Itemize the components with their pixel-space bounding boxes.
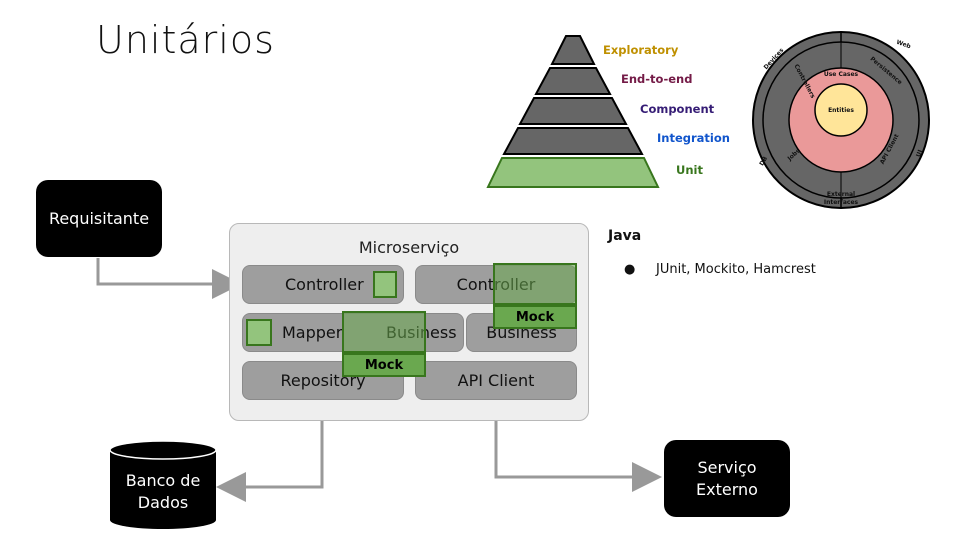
database-label-line1: Banco de <box>125 471 201 490</box>
pyramid-level-unit <box>486 157 660 188</box>
pyramid-label-integration: Integration <box>657 131 730 145</box>
java-heading: Java <box>608 228 642 244</box>
database-cylinder <box>109 440 217 529</box>
pyramid-level-exploratory <box>550 35 596 65</box>
label-external-2: Interfaces <box>824 199 859 206</box>
pyramid-level-integration <box>502 127 644 155</box>
mapper-label: Mapper <box>282 323 343 342</box>
pyramid-level-end-to-end <box>534 67 612 95</box>
clean-architecture-diagram: Entities Use Cases Controllers Persisten… <box>752 31 930 209</box>
java-item-text: JUnit, Mockito, Hamcrest <box>656 262 816 277</box>
bullet-icon: ● <box>624 262 636 277</box>
api-client: API Client <box>415 361 577 400</box>
database-label-line2: Dados <box>137 493 189 512</box>
external-service-line1: Serviço <box>697 457 757 477</box>
api-client-label: API Client <box>457 371 535 390</box>
microservice-label: Microserviço <box>358 238 460 257</box>
arrow-apiclient-to-external <box>494 402 662 492</box>
slide-title: Unitários <box>96 18 275 62</box>
controller-left-label: Controller <box>285 275 364 294</box>
requester-box: Requisitante <box>36 180 162 257</box>
label-external-1: External <box>827 191 855 198</box>
java-list-item: ● JUnit, Mockito, Hamcrest <box>624 262 816 277</box>
mock-marker-controller <box>373 271 397 298</box>
arrow-requester-to-controller <box>96 258 242 299</box>
mock-overlay-controller <box>493 263 577 305</box>
pyramid-label-unit: Unit <box>676 163 703 177</box>
mock-label-controller: Mock <box>493 305 577 329</box>
pyramid-label-component: Component <box>640 102 715 116</box>
core-entities <box>814 83 868 137</box>
test-pyramid <box>486 35 660 188</box>
mock-label-business: Mock <box>342 353 426 377</box>
database-label: Banco de Dados <box>108 470 218 514</box>
arrow-repository-to-database <box>216 402 324 502</box>
mock-marker-mapper <box>246 319 272 346</box>
mock-overlay-business <box>342 311 426 353</box>
label-entities: Entities <box>828 107 854 114</box>
requester-label: Requisitante <box>48 208 150 228</box>
pyramid-label-end-to-end: End-to-end <box>621 72 693 86</box>
pyramid-level-component <box>518 97 628 125</box>
label-db: DB <box>758 155 769 167</box>
label-web: Web <box>895 39 912 51</box>
external-service-line2: Externo <box>696 479 758 499</box>
label-ui: UI <box>915 149 924 158</box>
pyramid-label-exploratory: Exploratory <box>603 43 679 57</box>
label-use-cases: Use Cases <box>824 71 859 78</box>
external-service-box: Serviço Externo <box>664 440 790 517</box>
